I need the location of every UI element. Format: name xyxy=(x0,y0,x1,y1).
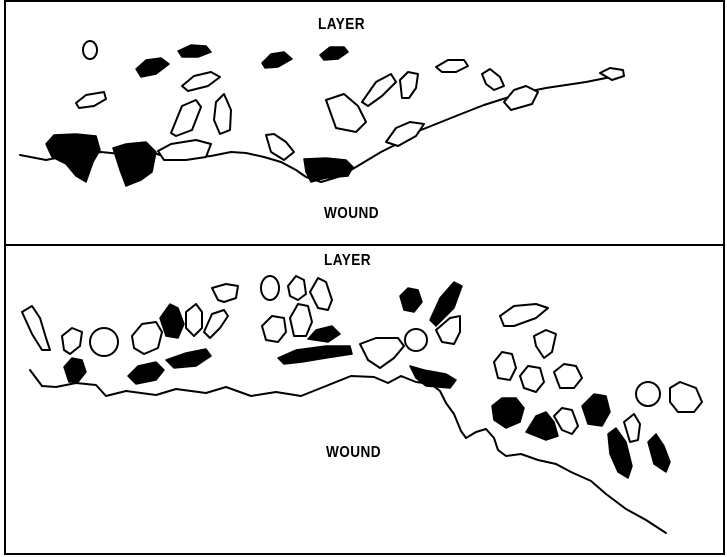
open-cell xyxy=(158,140,211,160)
open-cell xyxy=(261,276,279,300)
open-cell xyxy=(670,382,702,412)
open-cell xyxy=(554,408,578,434)
dark-cell xyxy=(492,398,524,428)
open-cell xyxy=(62,328,82,354)
open-cell xyxy=(554,364,582,388)
open-cell xyxy=(482,69,504,90)
bottom-panel: LAYER WOUND xyxy=(4,244,725,555)
dark-cell xyxy=(320,47,348,60)
dark-cell xyxy=(304,158,353,182)
dark-cell xyxy=(46,134,100,182)
open-cell xyxy=(636,382,660,406)
open-cell xyxy=(494,352,516,380)
wound-edge-line xyxy=(30,370,666,533)
open-cell xyxy=(288,276,306,300)
dark-cell xyxy=(308,326,340,342)
dark-cell xyxy=(648,434,670,472)
open-cell xyxy=(504,86,538,110)
open-cell xyxy=(290,304,312,336)
open-cell xyxy=(362,74,396,106)
open-cell xyxy=(186,304,202,336)
dark-cell xyxy=(410,366,456,388)
open-cell xyxy=(400,72,418,98)
open-cell xyxy=(90,328,118,356)
open-cell xyxy=(76,92,106,108)
open-cell xyxy=(520,366,544,392)
open-cell xyxy=(171,100,201,136)
bottom-tissue-drawing xyxy=(6,246,725,555)
open-cell xyxy=(405,329,427,351)
open-cell xyxy=(360,338,404,368)
open-cell xyxy=(534,330,556,358)
open-cell xyxy=(182,72,220,91)
open-cell xyxy=(22,306,50,350)
dark-cell xyxy=(128,362,164,384)
open-cell xyxy=(83,41,97,59)
dark-cell xyxy=(136,58,169,77)
dark-cell xyxy=(400,288,422,312)
dark-cell xyxy=(64,358,86,382)
open-cell xyxy=(214,94,231,134)
top-panel: LAYER WOUND xyxy=(4,0,725,245)
open-cell xyxy=(212,284,238,302)
dark-cell xyxy=(582,394,610,426)
open-cell xyxy=(386,122,424,146)
open-cell xyxy=(262,316,286,342)
dark-cell xyxy=(113,142,156,186)
open-cell xyxy=(310,278,332,310)
open-cell xyxy=(266,134,294,160)
open-cell xyxy=(624,414,640,442)
open-cell xyxy=(500,304,548,326)
dark-cell xyxy=(160,304,184,338)
open-cell xyxy=(204,310,228,338)
dark-cell xyxy=(166,349,211,368)
dark-cell xyxy=(178,45,211,57)
dark-cell xyxy=(262,52,292,68)
open-cell xyxy=(132,322,162,354)
open-cell xyxy=(326,94,366,132)
open-cell xyxy=(436,60,468,72)
top-tissue-drawing xyxy=(6,2,725,245)
dark-cell xyxy=(278,346,352,364)
